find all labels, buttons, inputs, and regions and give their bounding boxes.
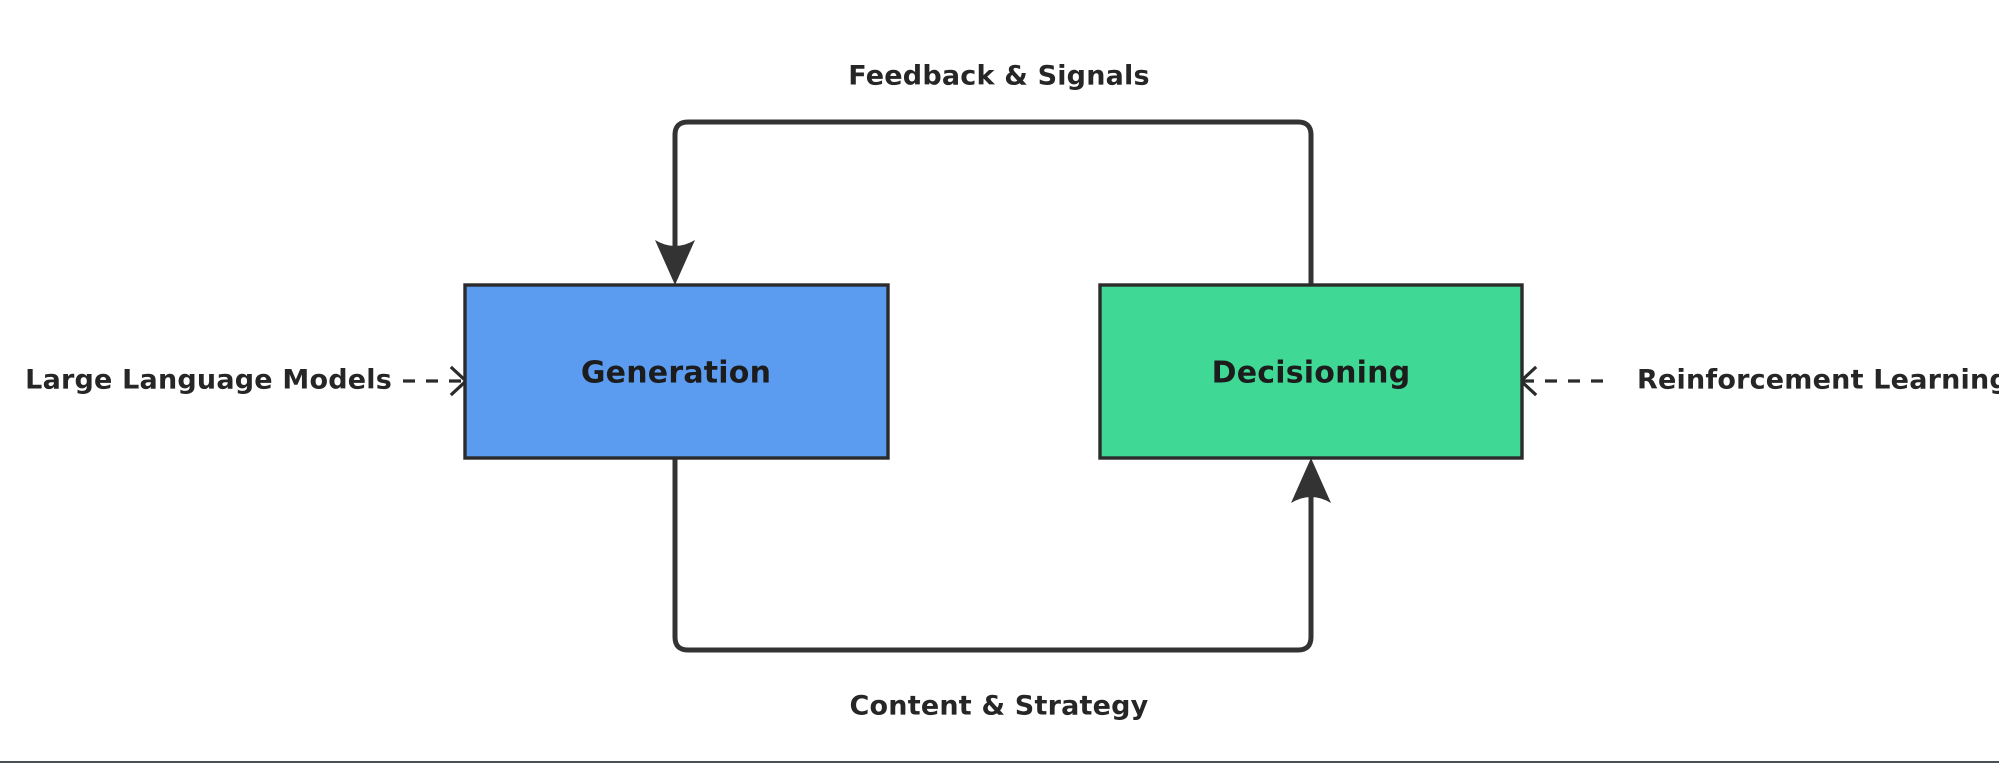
decisioning-box[interactable] (1098, 283, 1524, 460)
rl-input-label: Reinforcement Learning (1637, 365, 1999, 396)
generation-label: Generation (581, 356, 771, 391)
content-edge-path (672, 458, 1314, 653)
generation-box[interactable] (463, 283, 890, 460)
edge-large-language-models: Large Language Models (25, 365, 469, 397)
feedback-edge-label: Feedback & Signals (848, 61, 1150, 92)
node-decisioning[interactable]: Decisioning (1098, 283, 1524, 460)
content-edge-arrowhead (1291, 458, 1331, 503)
edge-reinforcement-learning: Reinforcement Learning (1518, 365, 1999, 397)
content-edge-label: Content & Strategy (850, 691, 1149, 722)
decisioning-label: Decisioning (1212, 356, 1411, 391)
edge-content-and-strategy: Content & Strategy (672, 458, 1331, 722)
node-generation[interactable]: Generation (463, 283, 890, 460)
edge-feedback-and-signals: Feedback & Signals (655, 61, 1314, 285)
feedback-edge-path (672, 119, 1314, 285)
llm-input-label: Large Language Models (25, 365, 392, 396)
feedback-edge-arrowhead (655, 240, 695, 285)
